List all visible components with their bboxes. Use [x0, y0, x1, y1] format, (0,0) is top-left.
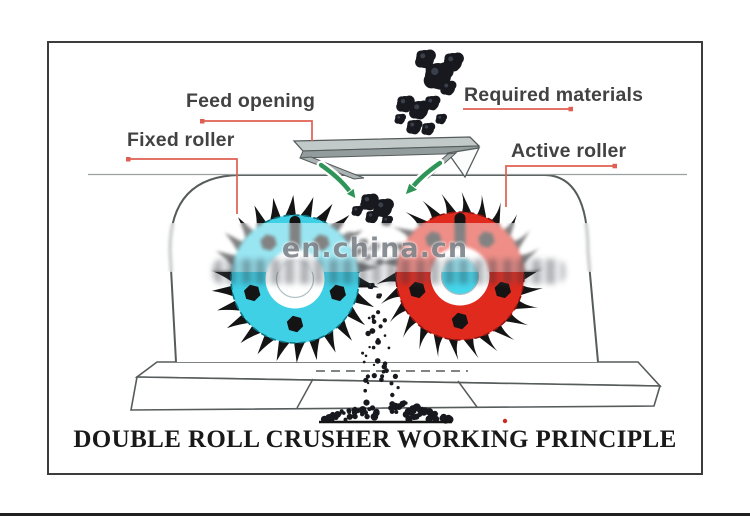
label-fixed-roller: Fixed roller — [127, 129, 235, 151]
label-required-materials: Required materials — [464, 84, 644, 106]
watermark-blurred-line — [213, 259, 565, 284]
hex-bolt — [494, 281, 511, 299]
coal-feed-lumps — [394, 49, 464, 136]
leader-lines — [126, 106, 617, 214]
inner-frame-border — [47, 41, 703, 475]
crushed-material-pile — [320, 399, 454, 424]
hopper-spout-tip — [446, 147, 481, 179]
hex-bolt — [244, 284, 261, 302]
feed-opening-leader — [203, 120, 313, 141]
machine-base — [130, 361, 662, 411]
watermark-text: en.china.cn — [281, 233, 469, 264]
label-active-roller: Active roller — [511, 140, 627, 162]
crushed-material-stream — [361, 310, 400, 398]
watermark-band — [50, 223, 702, 272]
hex-bolt — [409, 281, 426, 299]
flow-arrow-left-icon — [318, 162, 354, 196]
active-roller-leader — [505, 165, 615, 207]
green-flow-arrows — [316, 158, 445, 200]
red-speck — [502, 418, 508, 424]
hex-bolt — [451, 312, 469, 330]
fixed-roller-leader — [129, 158, 238, 214]
label-feed-opening: Feed opening — [186, 90, 316, 112]
hex-bolt — [286, 315, 304, 333]
bottom-divider — [0, 513, 750, 516]
diagram-title: DOUBLE ROLL CRUSHER WORKING PRINCIPLE — [73, 426, 677, 453]
discharge-opening-lines — [296, 378, 478, 409]
hex-bolt — [329, 284, 346, 302]
